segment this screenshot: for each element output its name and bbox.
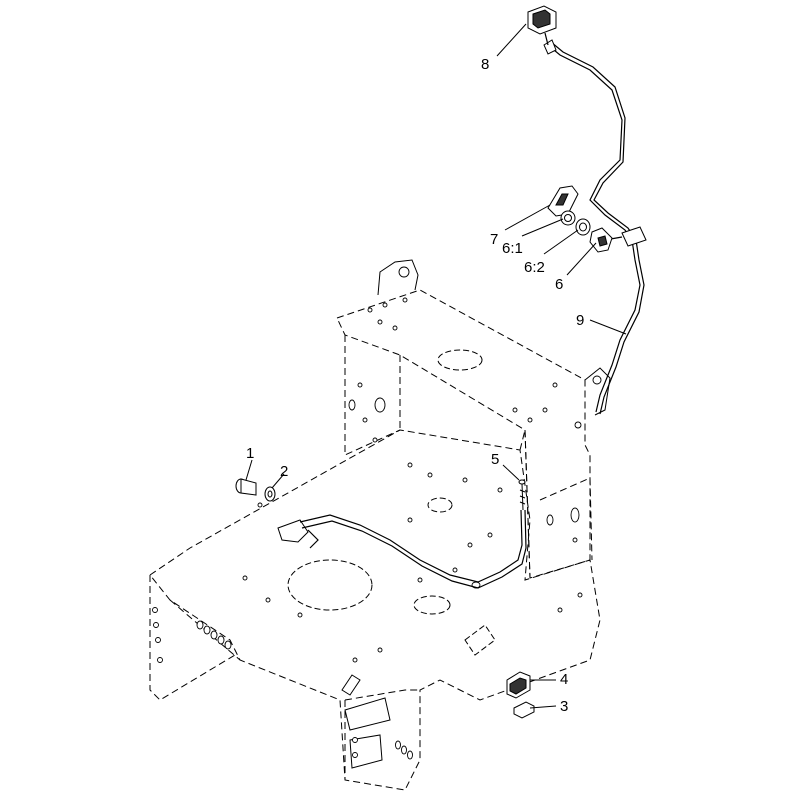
part-5-screw bbox=[518, 479, 526, 511]
part-3-bracket bbox=[513, 701, 535, 719]
part-1-plug bbox=[235, 478, 257, 496]
callout-6-2: 6:2 bbox=[524, 259, 545, 276]
callout-6-1: 6:1 bbox=[502, 240, 523, 257]
callouts: 1 2 3 4 5 6 6:1 6:2 7 8 9 bbox=[246, 56, 584, 715]
part-6-2-nut bbox=[575, 218, 591, 236]
callout-9: 9 bbox=[576, 312, 584, 329]
callout-5: 5 bbox=[491, 451, 499, 468]
part-2-grommet bbox=[264, 486, 276, 502]
upper-wire-harness bbox=[543, 39, 647, 415]
callout-3: 3 bbox=[560, 698, 568, 715]
callout-7: 7 bbox=[490, 231, 498, 248]
part-6-indicator bbox=[589, 227, 613, 253]
callout-2: 2 bbox=[280, 463, 288, 480]
part-4-switch bbox=[506, 671, 531, 699]
callout-6: 6 bbox=[555, 276, 563, 293]
frame-base-plate bbox=[149, 429, 601, 791]
lower-wire-harness bbox=[277, 509, 527, 589]
part-7-bezel bbox=[547, 185, 579, 217]
callout-8: 8 bbox=[481, 56, 489, 73]
frame-rear-plate bbox=[336, 259, 611, 579]
leader-lines bbox=[245, 23, 627, 709]
callout-4: 4 bbox=[560, 671, 568, 688]
part-8-switch bbox=[527, 5, 557, 46]
part-6-1-washer bbox=[560, 210, 576, 226]
callout-1: 1 bbox=[246, 445, 254, 462]
